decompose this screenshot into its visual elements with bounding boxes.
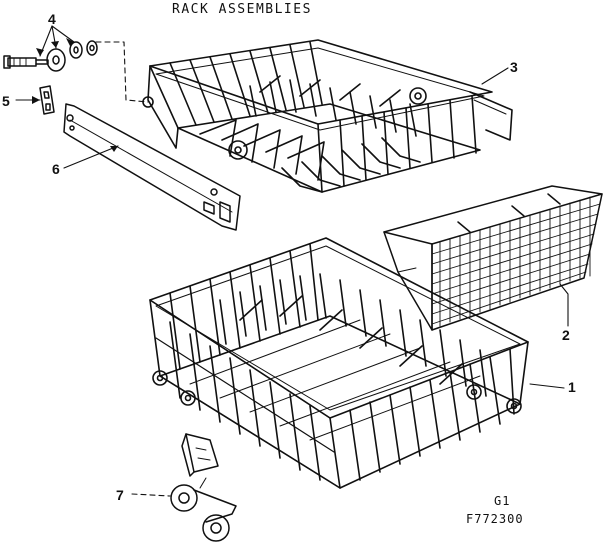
lower-rack [149,237,529,489]
leader-arrowheads [32,38,118,152]
rack-stop-bracket [39,85,55,115]
cutlery-basket [383,185,603,331]
stud-washer-set [3,40,98,72]
callout-3: 3 [510,59,518,75]
roller-assembly [170,433,237,542]
diagram-title: RACK ASSEMBLIES [172,2,312,17]
slide-rail [63,103,241,231]
callout-5: 5 [2,93,10,109]
callout-7: 7 [116,487,124,503]
figure-code: G1 [494,494,511,508]
callout-2: 2 [562,327,570,343]
callout-4: 4 [48,11,56,27]
part-number: F772300 [466,512,524,526]
callout-1: 1 [568,379,576,395]
upper-rack [142,39,513,193]
callout-6: 6 [52,161,60,177]
